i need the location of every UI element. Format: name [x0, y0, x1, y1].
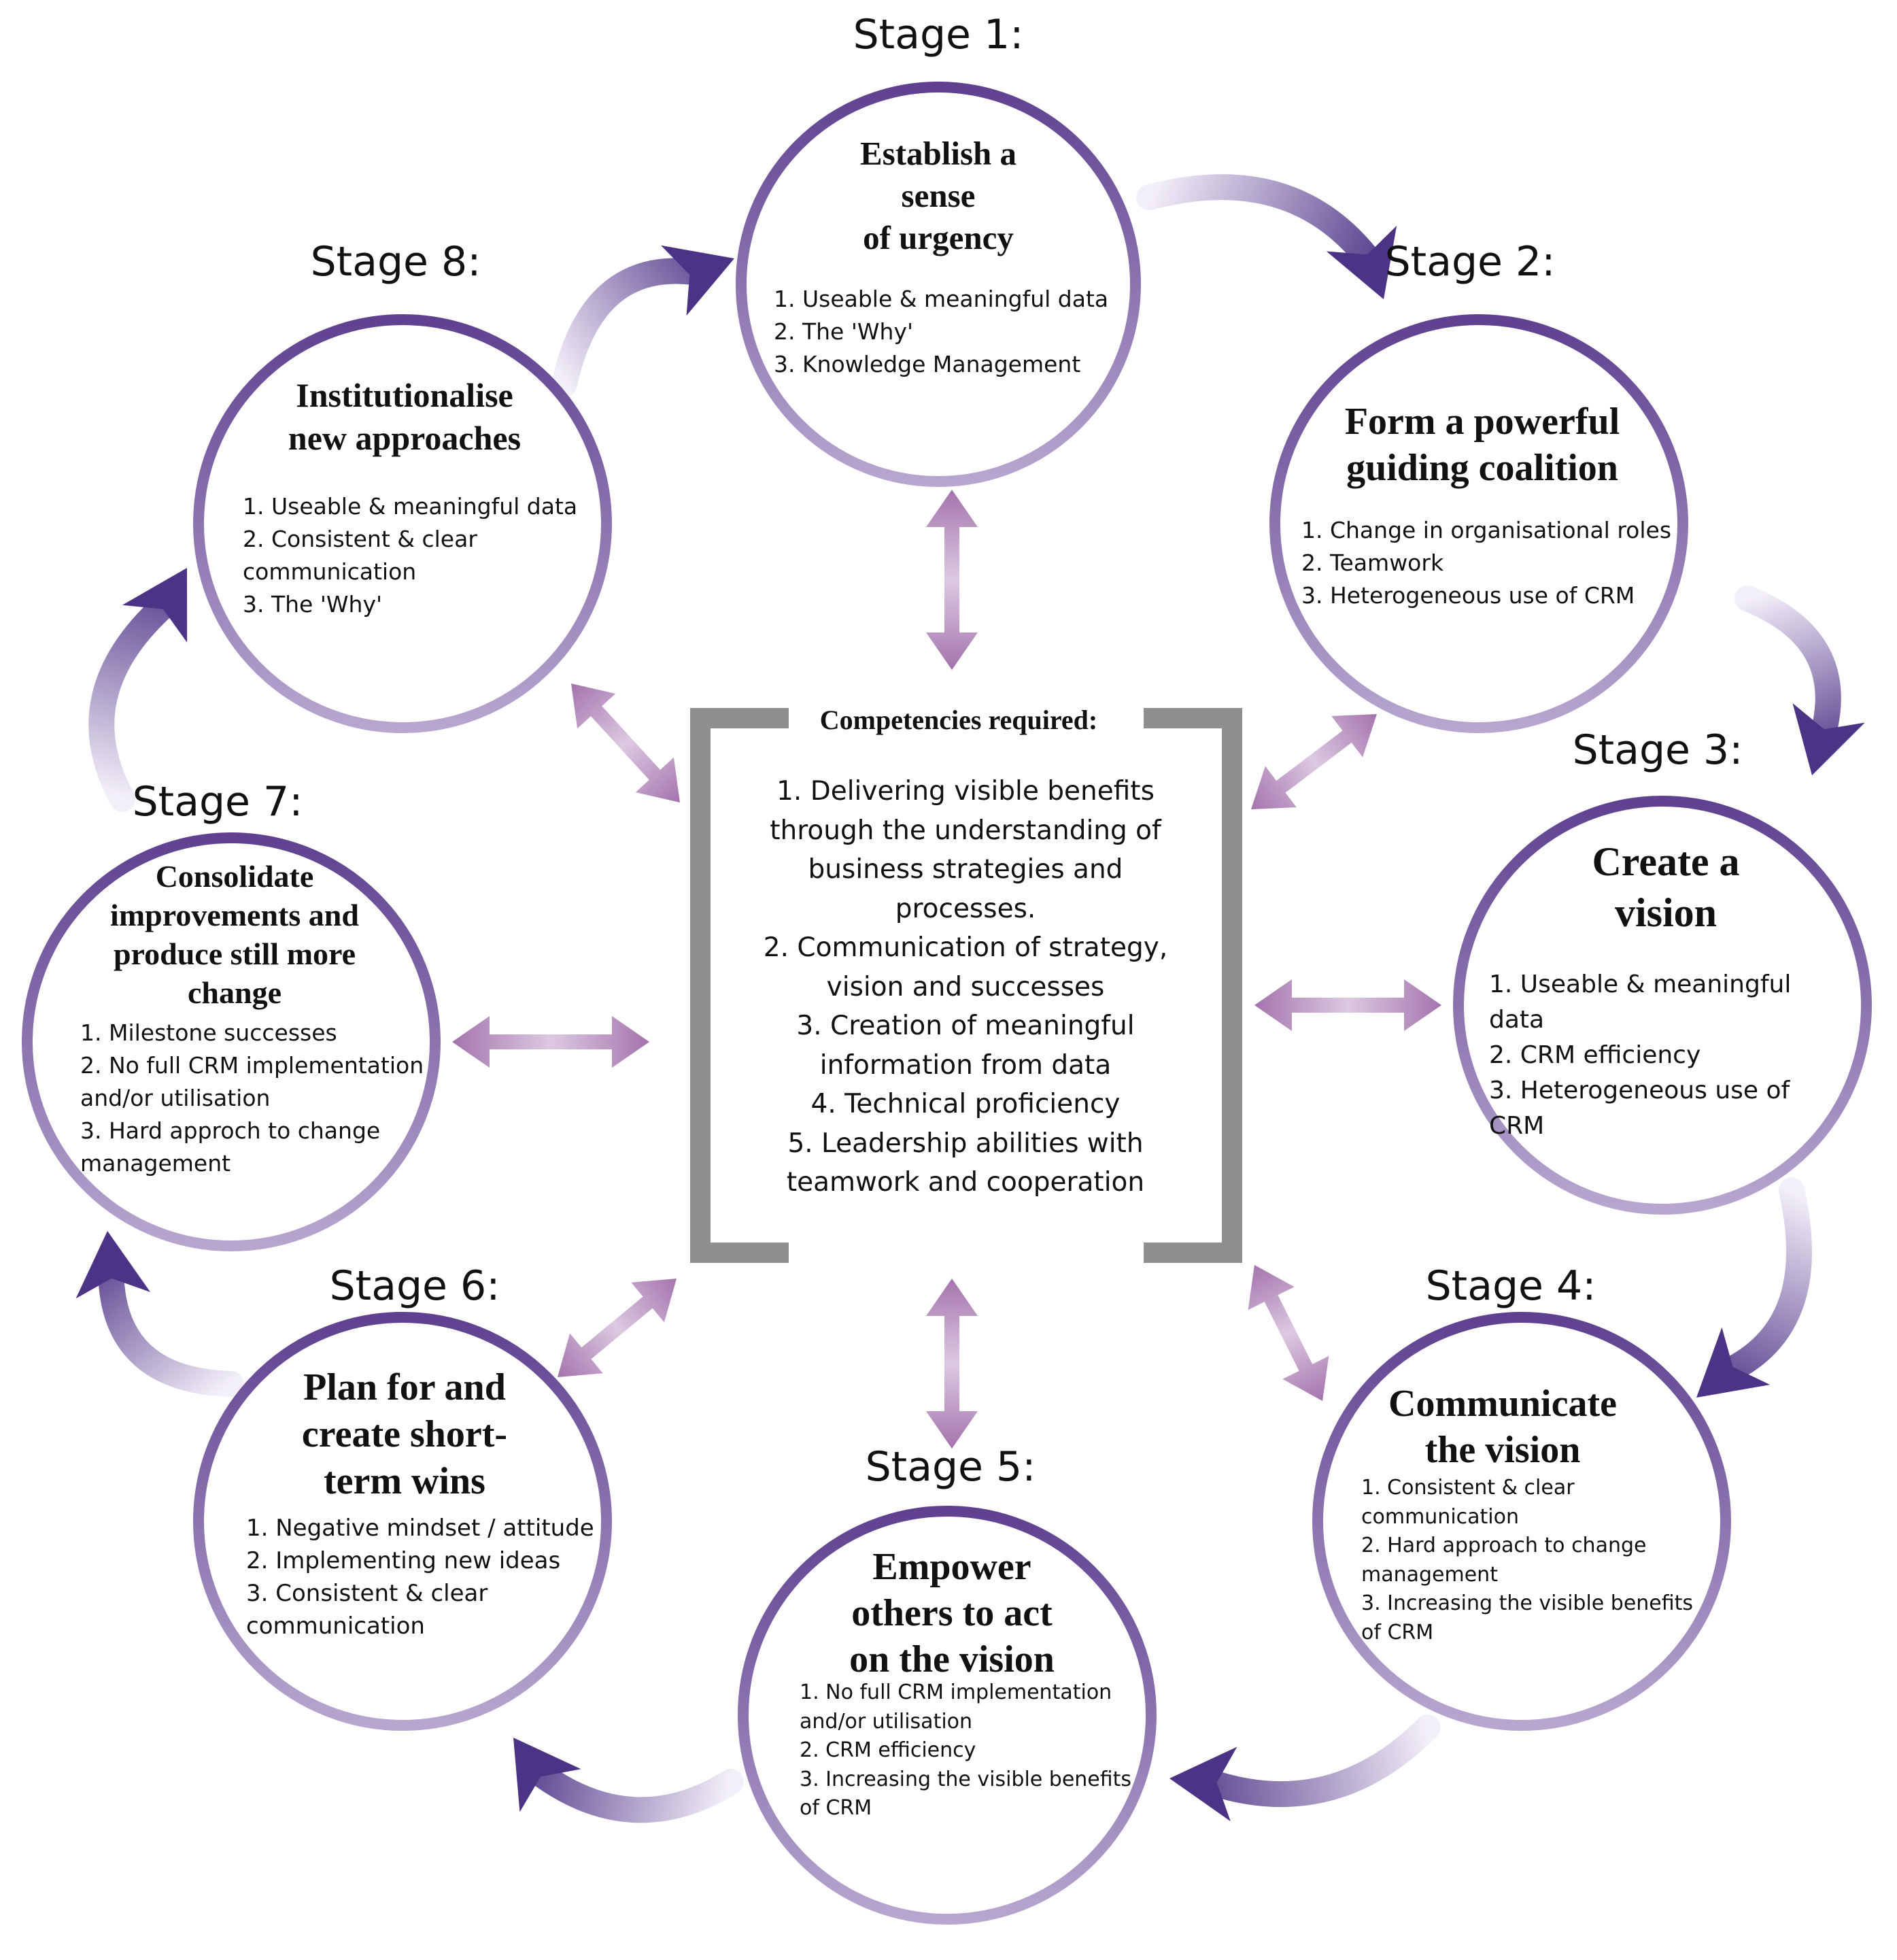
list-item: management [1361, 1562, 1498, 1587]
list-item: 3. Increasing the visible benefits [1361, 1591, 1694, 1615]
list-item: communication [246, 1612, 425, 1640]
list-item: 1. Consistent & clear [1361, 1476, 1575, 1500]
list-item: 3. Hard approch to change [80, 1117, 381, 1144]
list-item: 3. The 'Why' [243, 591, 383, 618]
list-item: 1. Change in organisational roles [1301, 517, 1672, 543]
competencies-bracket [690, 708, 1242, 1263]
list-item: 2. CRM efficiency [1489, 1041, 1701, 1069]
double-arrow-stage-2-competencies [1251, 714, 1377, 809]
list-item: 3. Increasing the visible benefits [800, 1767, 1132, 1791]
double-arrow-stage-5-competencies [926, 1279, 978, 1449]
cycle-arrow-6-to-7 [75, 1231, 244, 1397]
stage-1-items: 1. Useable & meaningful data 2. The 'Why… [774, 283, 1127, 381]
list-item: 2. Implementing new ideas [246, 1547, 561, 1574]
double-arrow-stage-6-competencies [558, 1279, 677, 1377]
list-item: 2. CRM efficiency [800, 1738, 976, 1762]
competencies-list: 1. Delivering visible benefits through t… [745, 772, 1186, 1202]
cycle-arrow-5-to-6 [513, 1738, 744, 1823]
stage-6-items: 1. Negative mindset / attitude 2. Implem… [246, 1512, 613, 1642]
list-item: business strategies and [808, 854, 1123, 885]
list-item: processes. [895, 893, 1036, 924]
list-item: communication [1361, 1504, 1520, 1529]
list-item: and/or utilisation [80, 1085, 271, 1111]
stage-5-label: Stage 5: [865, 1443, 1036, 1491]
list-item: 3. Heterogeneous use of CRM [1489, 1077, 1790, 1140]
cycle-arrow-3-to-4 [1696, 1177, 1812, 1398]
competencies-title: Competencies required: [819, 705, 1098, 735]
list-item: 1. Negative mindset / attitude [246, 1515, 594, 1542]
list-item: through the understanding of [770, 815, 1161, 846]
double-arrow-stage-3-competencies [1254, 979, 1441, 1031]
stage-1-ring [736, 82, 1141, 487]
stage-6-ring [193, 1312, 612, 1731]
stage-5-items: 1. No full CRM implementation and/or uti… [800, 1678, 1140, 1823]
list-item: communication [243, 558, 417, 585]
cycle-arrow-1-to-2 [1136, 174, 1397, 299]
stage-4-ring [1312, 1312, 1731, 1731]
stage-8-items: 1. Useable & meaningful data 2. Consiste… [243, 490, 596, 621]
stage-8-ring [193, 314, 612, 733]
double-arrow-stage-4-competencies [1248, 1265, 1329, 1401]
stage-2-label: Stage 2: [1384, 238, 1556, 286]
cycle-arrow-2-to-3 [1734, 586, 1865, 775]
list-item: and/or utilisation [800, 1709, 973, 1734]
stage-3-label: Stage 3: [1572, 726, 1743, 774]
list-item: 2. Consistent & clear [243, 526, 477, 552]
list-item: 5. Leadership abilities with [787, 1128, 1144, 1159]
stage-7-items: 1. Milestone successes 2. No full CRM im… [80, 1017, 434, 1180]
stage-3-items: 1. Useable & meaningful data 2. CRM effi… [1489, 967, 1849, 1144]
stage-7-label: Stage 7: [132, 778, 303, 826]
list-item: 1. Milestone successes [80, 1019, 337, 1046]
stage-4-label: Stage 4: [1425, 1262, 1596, 1310]
list-item: 2. Teamwork [1301, 550, 1444, 576]
list-item: of CRM [1361, 1620, 1434, 1644]
double-arrow-stage-7-competencies [452, 1016, 649, 1068]
stage-5-ring [738, 1506, 1157, 1925]
double-arrow-stage-8-competencies [571, 683, 680, 802]
list-item: of CRM [800, 1796, 872, 1820]
list-item: 1. Useable & meaningful data [243, 493, 578, 520]
stage-2-items: 1. Change in organisational roles 2. Tea… [1301, 514, 1682, 612]
stage-7-ring [22, 832, 441, 1251]
stage-2-ring [1269, 314, 1688, 733]
list-item: 2. Communication of strategy, [763, 932, 1168, 963]
list-item: 1. Delivering visible benefits [776, 776, 1155, 807]
list-item: 4. Technical proficiency [810, 1089, 1121, 1119]
list-item: 1. No full CRM implementation [800, 1680, 1112, 1704]
list-item: management [80, 1150, 231, 1177]
list-item: 1. Useable & meaningful data [1489, 970, 1792, 1034]
stage-3-ring [1453, 796, 1872, 1215]
list-item: 3. Creation of meaningful [796, 1011, 1135, 1041]
list-item: information from data [819, 1049, 1112, 1081]
list-item: 1. Useable & meaningful data [774, 286, 1109, 312]
double-arrow-stage-1-competencies [926, 490, 978, 670]
list-item: 2. No full CRM implementation [80, 1052, 424, 1079]
list-item: teamwork and cooperation [786, 1167, 1145, 1198]
list-item: 2. The 'Why' [774, 318, 914, 345]
list-item: 3. Consistent & clear [246, 1580, 488, 1607]
list-item: vision and successes [826, 971, 1105, 1002]
cycle-arrow-4-to-5 [1169, 1714, 1441, 1822]
list-item: 3. Knowledge Management [774, 351, 1081, 377]
cycle-arrow-8-to-1 [551, 245, 734, 397]
list-item: 3. Heterogeneous use of CRM [1301, 582, 1635, 609]
stage-1-label: Stage 1: [853, 11, 1024, 58]
stage-6-label: Stage 6: [329, 1262, 500, 1310]
list-item: 2. Hard approach to change [1361, 1534, 1647, 1557]
cycle-arrow-7-to-8 [88, 568, 188, 812]
stage-4-items: 1. Consistent & clear communication 2. H… [1361, 1474, 1701, 1647]
stage-8-label: Stage 8: [310, 238, 481, 286]
